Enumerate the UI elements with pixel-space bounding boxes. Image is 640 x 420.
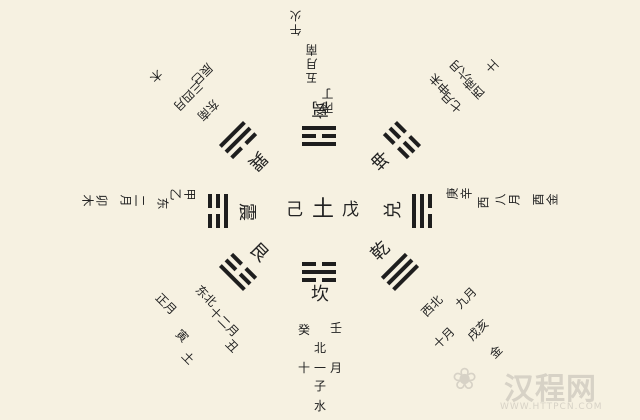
- qian-month-b: 十月: [430, 324, 458, 352]
- li-line-1-yang: [302, 142, 336, 146]
- xun-direction: 东南: [194, 96, 222, 124]
- trigram-xun-name: 巽: [243, 147, 272, 175]
- gen-branch-a: 丑: [222, 336, 242, 356]
- kan-line-3-yin-2: [322, 278, 336, 282]
- li-line-3-yang: [302, 126, 336, 130]
- trigram-xun: 巽: [218, 120, 271, 175]
- dui-direction: 西: [477, 196, 491, 210]
- trigram-qian-name: 乾: [366, 237, 395, 265]
- trigram-gen: 艮: [218, 239, 273, 292]
- kan-line-1-yin-1: [302, 262, 316, 266]
- dui-line-3-yang: [412, 194, 416, 228]
- kan-line-2-yang: [302, 270, 336, 274]
- trigram-dui-name: 兑: [383, 201, 404, 219]
- dui-line-2-yang: [420, 194, 424, 228]
- watermark-swirl-icon: ❀: [452, 362, 478, 397]
- center-tu: 土: [312, 197, 335, 222]
- li-month-direction: 五月南: [305, 42, 319, 84]
- watermark-logo: 汉程网: [504, 372, 597, 407]
- trigram-kan-name: 坎: [311, 284, 329, 305]
- kan-element: 水: [314, 399, 327, 413]
- li-stems: 丙丁: [321, 86, 335, 114]
- kan-line-1-yin-2: [322, 262, 336, 266]
- li-line-2-yin-1: [302, 134, 316, 138]
- center-ji: 己: [286, 200, 303, 220]
- gen-element: 土: [178, 348, 198, 368]
- trigram-kun: 坤: [367, 120, 422, 173]
- li-line-2-yin-2: [322, 134, 336, 138]
- gen-month-b: 正月: [152, 290, 180, 318]
- zhen-line-1-yin-1: [208, 194, 212, 208]
- trigram-kun-name: 坤: [367, 145, 395, 174]
- kan-stem-ren: 壬: [330, 321, 343, 335]
- kan-line-3-yin-1: [302, 278, 316, 282]
- dui-line-1-yin-1: [428, 214, 432, 228]
- zhen-branch-element: 卯木: [80, 193, 108, 207]
- xun-branches: 辰巳: [188, 60, 216, 88]
- gen-branch-b: 寅: [172, 326, 192, 346]
- dui-line-1-yin-2: [428, 194, 432, 208]
- zhen-line-2-yin-2: [216, 214, 220, 228]
- trigram-gen-name: 艮: [245, 238, 273, 267]
- trigram-zhen-name: 震: [236, 203, 257, 221]
- center-wu: 戊: [342, 200, 359, 220]
- dui-month: 八月: [494, 193, 522, 207]
- trigram-li: 离: [302, 98, 336, 146]
- dui-branch-element: 酉金: [532, 193, 560, 207]
- qian-direction: 西北: [418, 292, 446, 320]
- watermark-url: WWW.HTTPCN.COM: [500, 402, 603, 412]
- zhen-month: 二月: [118, 193, 146, 207]
- kun-element: 土: [482, 56, 502, 76]
- zhen-stems: 甲乙: [168, 187, 196, 201]
- zhen-direction: 东: [155, 196, 169, 210]
- zhen-line-3-yang: [224, 194, 228, 228]
- dui-stems: 庚辛: [446, 187, 474, 201]
- trigram-dui: 兑: [383, 194, 432, 228]
- kan-branch: 子: [314, 379, 327, 393]
- kan-month: 十一月: [298, 361, 347, 375]
- trigram-zhen: 震: [208, 194, 257, 228]
- gen-month-a: 十二月: [206, 304, 242, 340]
- trigram-kan: 坎: [302, 262, 336, 304]
- xun-element: 木: [146, 66, 166, 86]
- trigram-qian: 乾: [367, 237, 420, 292]
- qian-branches: 戌亥: [464, 316, 492, 344]
- zhen-line-2-yin-1: [216, 194, 220, 208]
- li-branch-element: 午火: [289, 8, 303, 36]
- kan-direction: 北: [314, 341, 327, 355]
- zhen-line-1-yin-2: [208, 214, 212, 228]
- qian-element: 金: [486, 342, 506, 362]
- qian-month-a: 九月: [452, 284, 480, 312]
- kan-stem-gui: 癸: [298, 323, 311, 337]
